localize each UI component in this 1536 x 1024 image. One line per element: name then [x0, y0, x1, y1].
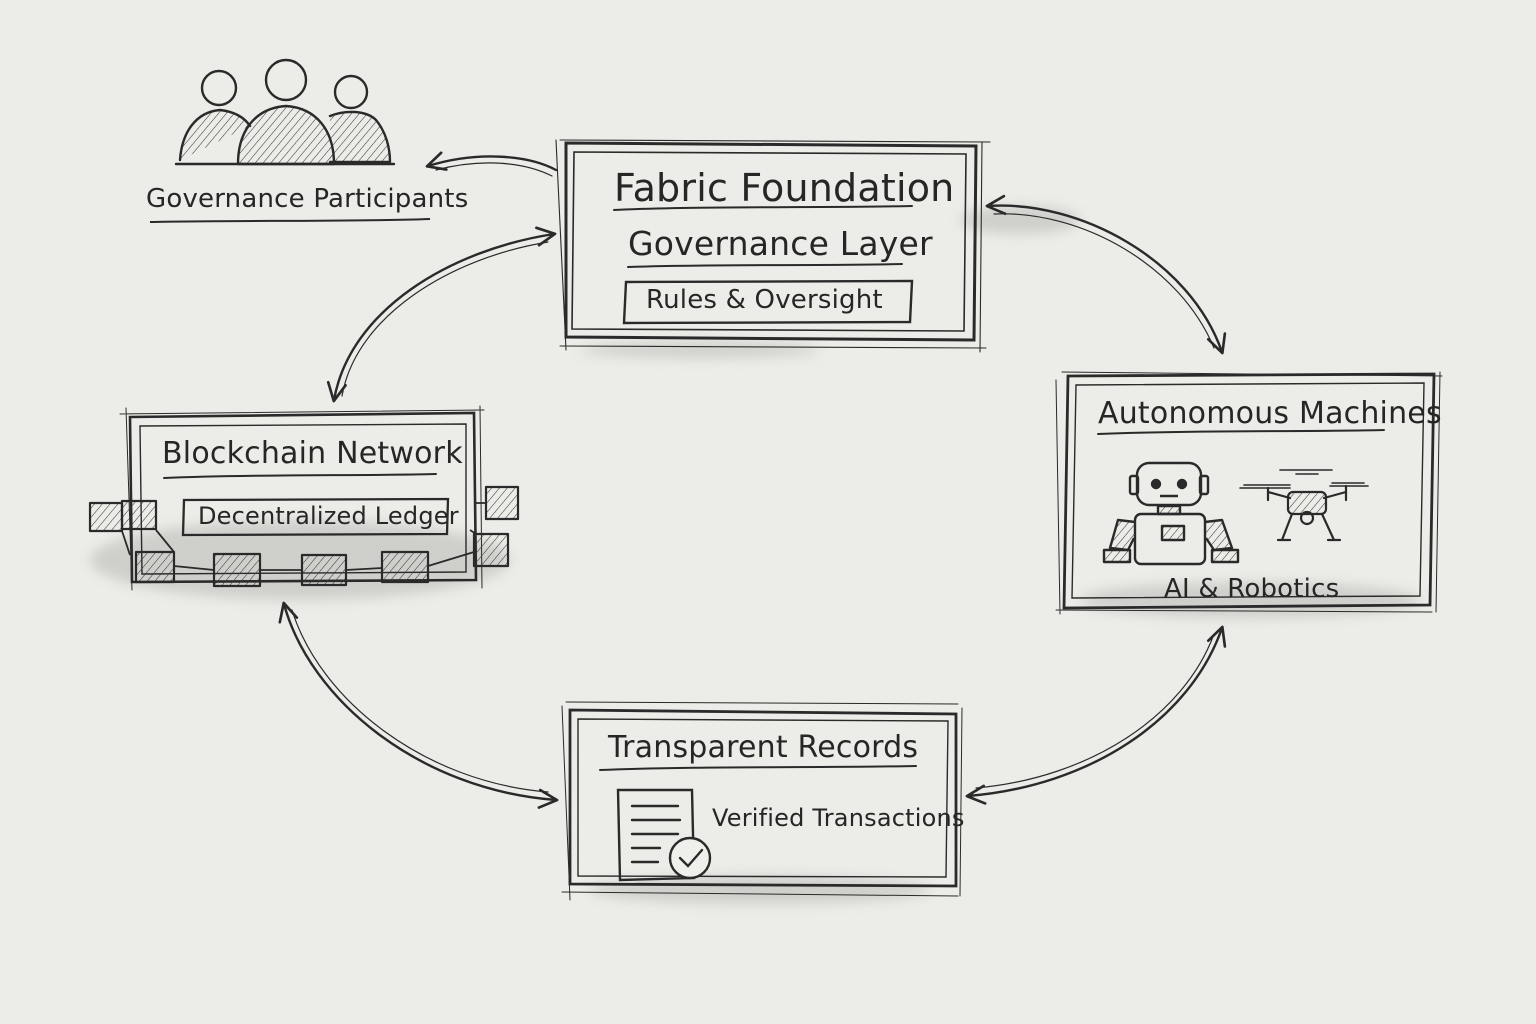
arrow-foundation-to-participants [425, 151, 558, 172]
governance-underline [149, 218, 431, 223]
transparent-records-box [561, 701, 963, 901]
verified-transactions-caption: Verified Transactions [712, 804, 965, 832]
block-icon [120, 499, 158, 531]
ai-robotics-caption: AI & Robotics [1164, 574, 1340, 604]
robot-icon [1102, 461, 1240, 566]
block-icon [472, 532, 510, 568]
decentralized-ledger-tag [181, 497, 450, 537]
block-icon [300, 553, 348, 587]
block-icon [134, 550, 176, 584]
arrow-foundation-blockchain [326, 226, 557, 403]
people-icon [174, 58, 396, 166]
document-check-icon [616, 788, 712, 882]
rules-oversight-tag [622, 279, 914, 325]
rules-oversight-label: Rules & Oversight [646, 285, 883, 315]
governance-participants-label: Governance Participants [146, 184, 469, 214]
decentralized-ledger-label: Decentralized Ledger [198, 502, 459, 530]
block-icon [380, 550, 430, 584]
block-icon [88, 501, 124, 533]
arrow-foundation-machines [985, 194, 1227, 355]
autonomous-machines-title: Autonomous Machines [1098, 396, 1442, 431]
blockchain-network-box [119, 405, 485, 591]
fabric-foundation-box [555, 139, 991, 353]
arrow-machines-records [965, 625, 1227, 805]
governance-layer-subtitle: Governance Layer [628, 224, 933, 263]
block-icon [212, 552, 262, 588]
fabric-foundation-title: Fabric Foundation [614, 166, 955, 210]
blockchain-blocks [88, 485, 520, 588]
blockchain-network-title: Blockchain Network [162, 436, 463, 471]
drone-icon [1239, 469, 1369, 542]
transparent-records-title: Transparent Records [608, 730, 919, 765]
arrow-blockchain-records [278, 601, 559, 809]
autonomous-machines-box [1055, 371, 1443, 615]
block-icon [484, 485, 520, 521]
